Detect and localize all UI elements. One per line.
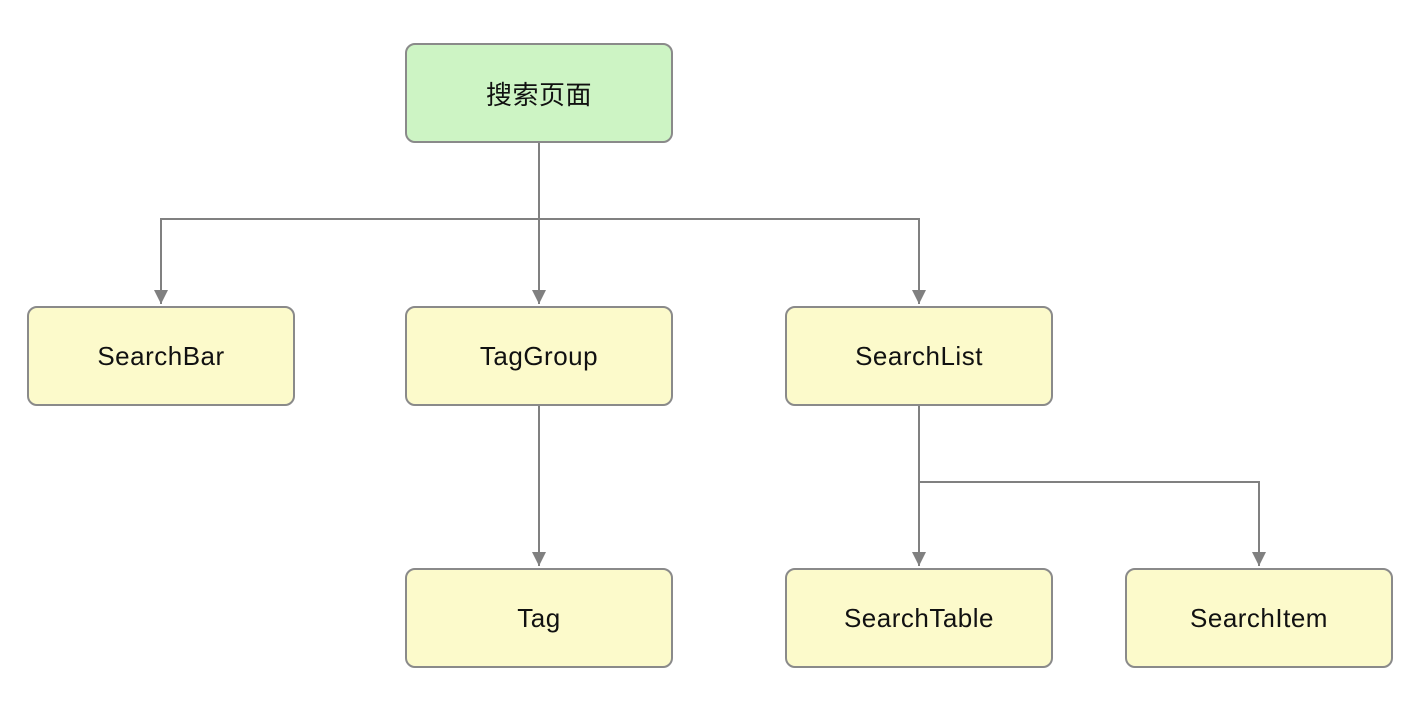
- node-search-bar: SearchBar: [27, 306, 295, 406]
- node-tag-group-label: TagGroup: [479, 340, 599, 371]
- node-search-item: SearchItem: [1125, 568, 1393, 668]
- node-search-table: SearchTable: [785, 568, 1053, 668]
- node-search-bar-label: SearchBar: [97, 340, 225, 371]
- node-search-list-label: SearchList: [855, 340, 983, 371]
- node-search-page-label: 搜索页面: [485, 79, 592, 110]
- edge-search-page-to-search-bar: [154, 143, 540, 304]
- node-search-table-label: SearchTable: [843, 602, 995, 633]
- edge-search-page-to-search-list: [539, 218, 926, 304]
- node-tag-label: Tag: [517, 602, 561, 633]
- node-tag: Tag: [405, 568, 673, 668]
- node-search-list: SearchList: [785, 306, 1053, 406]
- node-search-item-label: SearchItem: [1190, 602, 1328, 633]
- node-tag-group: TagGroup: [405, 306, 673, 406]
- edge-search-list-to-search-item: [918, 406, 1266, 566]
- node-search-page: 搜索页面: [405, 43, 673, 143]
